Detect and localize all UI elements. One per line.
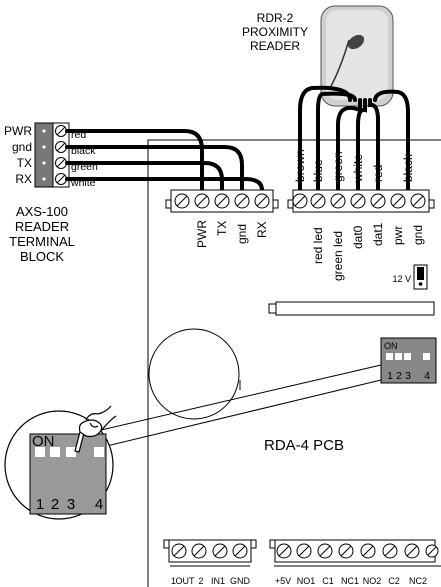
axs-wire-green: green	[71, 161, 98, 173]
axs-label-pwr: PWR	[4, 124, 32, 138]
hand-pen-icon	[74, 405, 117, 453]
zoom-line-bottom	[89, 379, 382, 451]
axs-title-line-4: BLOCK	[20, 249, 64, 264]
bottom-label-5v: +5V	[275, 576, 291, 586]
pcb-dip-switch	[380, 337, 437, 384]
pcb-terminal-green-led: green led	[331, 231, 345, 281]
pcb-outline	[147, 139, 441, 587]
bottom-label-out: OUT	[176, 576, 196, 586]
reader-wire-blue: blue	[311, 159, 325, 182]
jumper-12v	[413, 264, 428, 290]
bottom-label-1: 1	[171, 576, 176, 586]
pcb-terminal-rx: RX	[255, 221, 269, 238]
axs-wire-red: red	[71, 129, 86, 141]
pcb-terminal-gnd: gnd	[235, 224, 249, 244]
reader-cable-bundle	[298, 85, 410, 202]
reader-wire-green: green	[331, 151, 345, 182]
bottom-label-gnd: GND	[230, 576, 251, 586]
reader-title-line-2: PROXIMITY	[242, 25, 308, 39]
reader-wire-white: white	[351, 154, 365, 183]
axs-wire-black: black	[71, 145, 96, 157]
reader-title-line-1: RDR-2	[257, 11, 294, 25]
axs-label-rx: RX	[15, 172, 32, 186]
pcb-dip-number-3: 3	[405, 370, 411, 382]
pcb-terminal-gnd-right: gnd	[411, 225, 425, 245]
pcb-terminal-block-right	[287, 189, 435, 213]
reader-title-line-3: READER	[250, 39, 300, 53]
pcb-terminal-block-bottom-right	[269, 539, 441, 567]
zoom-callout	[4, 410, 114, 520]
pcb-dip-number-2: 2	[396, 370, 402, 382]
pcb-terminal-block-bottom-left	[163, 539, 257, 567]
jumper-12v-label: 12 V	[392, 274, 411, 284]
bottom-label-c2: C2	[388, 576, 400, 586]
bottom-label-in1: IN1	[211, 576, 225, 586]
axs100-terminal-block	[34, 122, 70, 188]
pcb-dip-on-label: ON	[384, 341, 398, 351]
pcb-dip-number-4: 4	[424, 370, 430, 382]
pcb-slot-connector	[268, 301, 435, 316]
reader-wire-brown: brown	[293, 149, 307, 182]
axs-wire-white: white	[70, 177, 96, 189]
pcb-dip-number-1: 1	[387, 370, 393, 382]
zoom-dip-number-2: 2	[51, 496, 59, 513]
zoom-dip-number-1: 1	[36, 496, 44, 513]
pcb-name: RDA-4 PCB	[264, 437, 344, 454]
zoom-line-top	[83, 364, 382, 435]
zoom-dip-number-3: 3	[67, 496, 75, 513]
pcb-terminal-dat0: dat0	[351, 225, 365, 249]
bottom-label-c1: C1	[322, 576, 334, 586]
pcb-terminal-block-left	[165, 189, 279, 213]
axs-title-line-2: READER	[15, 219, 69, 234]
bottom-label-nc2: NC2	[409, 576, 427, 586]
axs-title-line-1: AXS-100	[16, 204, 68, 219]
pcb-buzzer	[148, 328, 240, 420]
pcb-terminal-dat1: dat1	[371, 222, 385, 246]
axs-label-tx: TX	[17, 156, 32, 170]
pcb-terminal-pwr: PWR	[195, 220, 209, 248]
zoom-dip-number-4: 4	[95, 496, 103, 513]
bottom-label-no2: NO2	[363, 576, 382, 586]
axs-label-gnd: gnd	[12, 140, 32, 154]
axs-title-line-3: TERMINAL	[9, 234, 75, 249]
zoom-dip-on-label: ON	[32, 433, 55, 450]
pcb-terminal-red-led: red led	[311, 227, 325, 264]
bottom-label-no1: NO1	[297, 576, 316, 586]
pcb-terminal-tx: TX	[215, 221, 229, 236]
reader-wire-red: red	[371, 165, 385, 182]
rdr2-reader-body	[320, 5, 394, 107]
bottom-label-nc1: NC1	[341, 576, 359, 586]
bottom-label-2: 2	[198, 576, 203, 586]
pcb-terminal-pwr-right: pwr	[391, 226, 405, 245]
reader-wire-black: black	[401, 153, 415, 182]
